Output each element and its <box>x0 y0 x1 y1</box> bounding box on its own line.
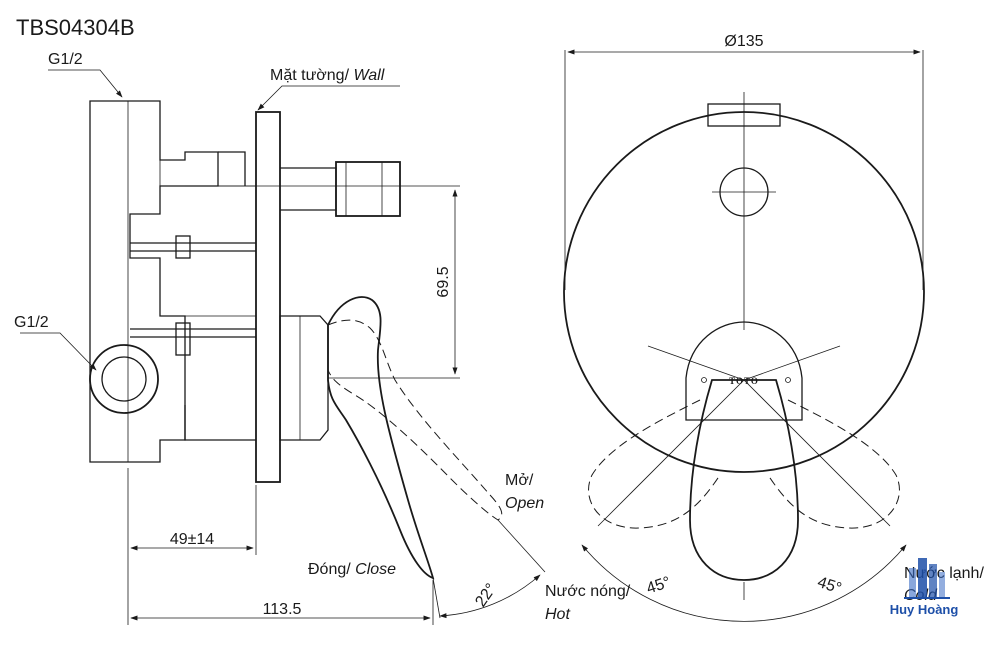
label-wall-en: Wall <box>353 67 384 84</box>
guide-right-45 <box>743 379 891 527</box>
lever-closed <box>327 296 435 580</box>
guide-left-base <box>647 345 745 381</box>
front-handle-right-45 <box>767 399 900 529</box>
label-hot-en: Hot <box>545 606 570 623</box>
label-g12-side: G1/2 <box>14 314 49 331</box>
label-open-vi: Mở/ <box>505 472 534 489</box>
inlet-port-inner <box>101 356 147 402</box>
front-handle-left-45 <box>588 399 721 529</box>
dim-text-handle-angle: 22° <box>472 581 500 611</box>
label-hot-vi: Nước nóng/ <box>545 583 631 600</box>
leader-wall <box>257 85 400 111</box>
lever-open <box>327 319 503 521</box>
label-wall-vi: Mặt tường/ <box>270 67 353 84</box>
angle-ref-closed <box>432 577 441 619</box>
dim-text-diameter: Ø135 <box>724 33 763 50</box>
diverter-stem <box>280 167 337 211</box>
dim-text-vertical: 69.5 <box>435 266 452 297</box>
dim-arc-front <box>581 544 907 622</box>
dim-text-angle-left: 45° <box>644 574 672 598</box>
dim-text-overall: 113.5 <box>263 601 302 618</box>
label-g12-top: G1/2 <box>48 51 83 68</box>
cartridge <box>184 151 256 441</box>
pin-nut-upper <box>175 235 191 259</box>
front-hub <box>685 321 803 421</box>
side-dimensions <box>127 189 546 625</box>
model-code: TBS04304B <box>16 15 135 40</box>
front-handle <box>689 379 799 581</box>
valve-body <box>89 100 219 463</box>
label-close: Đóng/ Close <box>308 561 396 578</box>
hub-screw-right <box>785 377 791 383</box>
inlet-port-outer <box>89 344 159 414</box>
label-close-vi: Đóng/ <box>308 561 355 578</box>
diverter-knob <box>335 161 401 217</box>
angle-ref-open <box>497 519 546 573</box>
side-view <box>20 69 503 580</box>
dim-text-angle-right: 45° <box>815 574 843 598</box>
hub-screw-left <box>701 377 707 383</box>
watermark-logo: Huy Hoàng <box>868 552 980 624</box>
watermark-text: Huy Hoàng <box>889 602 959 617</box>
dim-arc-handle <box>439 574 541 619</box>
label-wall: Mặt tường/ Wall <box>270 67 385 84</box>
dim-text-depth: 49±14 <box>170 531 214 548</box>
label-close-en: Close <box>355 561 396 578</box>
plate-brand: TOTO <box>729 376 759 386</box>
leader-g12-top <box>48 69 123 98</box>
pin-nut-lower <box>175 322 191 356</box>
building-icon <box>904 558 950 599</box>
front-view: TOTO <box>563 49 925 622</box>
wall-plate <box>255 111 281 483</box>
body-shoulders <box>159 160 256 317</box>
label-open-en: Open <box>505 495 544 512</box>
handle-hub <box>279 315 329 441</box>
guide-left-45 <box>597 379 745 527</box>
leader-g12-side <box>20 332 97 371</box>
guide-right-base <box>743 345 841 381</box>
